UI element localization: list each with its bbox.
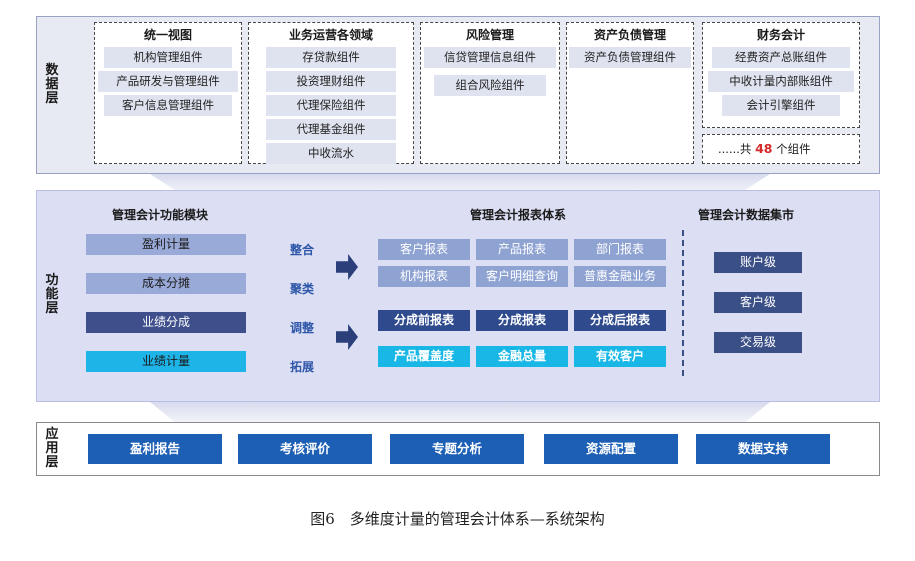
data-group-title: 业务运营各领域	[288, 28, 373, 42]
app-assessment: 考核评价	[238, 434, 372, 464]
data-component: 存贷款组件	[266, 47, 396, 68]
divider-dashed	[682, 230, 684, 376]
data-component: 资产负债管理组件	[569, 47, 691, 68]
funnel-connector-bottom	[150, 402, 770, 422]
data-component: 产品研发与管理组件	[98, 71, 238, 92]
app-resource-allocation: 资源配置	[544, 434, 678, 464]
mart-customer-level: 客户级	[714, 292, 802, 313]
module-performance-split: 业绩分成	[86, 312, 246, 333]
data-group-title: 统一视图	[143, 28, 192, 42]
report-pre-split: 分成前报表	[378, 310, 470, 331]
data-component: 经费资产总账组件	[712, 47, 850, 68]
report-institution: 机构报表	[378, 266, 470, 287]
data-component: 信贷管理信息组件	[424, 47, 556, 68]
mart-account-level: 账户级	[714, 252, 802, 273]
verb-expand: 拓展	[290, 360, 315, 374]
data-group-business-operations	[248, 22, 414, 164]
report-product-coverage: 产品覆盖度	[378, 346, 470, 367]
data-component: 代理保险组件	[266, 95, 396, 116]
report-department: 部门报表	[574, 239, 666, 260]
data-group-asset-liability	[566, 22, 694, 164]
data-group-title: 资产负债管理	[593, 28, 666, 42]
report-inclusive-finance: 普惠金融业务	[574, 266, 666, 287]
figure-caption: 图6 多维度计量的管理会计体系—系统架构	[310, 510, 605, 528]
component-total-box	[702, 134, 860, 164]
data-mart-title: 管理会计数据集市	[698, 208, 795, 222]
report-customer-detail: 客户明细查询	[476, 266, 568, 287]
data-component: 中收流水	[266, 143, 396, 164]
verb-integrate: 整合	[290, 243, 315, 257]
data-group-title: 风险管理	[465, 28, 514, 42]
report-financial-total: 金融总量	[476, 346, 568, 367]
report-customer: 客户报表	[378, 239, 470, 260]
modules-title: 管理会计功能模块	[112, 208, 209, 222]
data-component: 代理基金组件	[266, 119, 396, 140]
data-group-unified-view	[94, 22, 242, 164]
verb-cluster: 聚类	[290, 282, 315, 296]
data-component: 机构管理组件	[104, 47, 232, 68]
data-layer-label: 数据层	[45, 63, 59, 106]
data-group-title: 财务会计	[756, 28, 805, 42]
app-profit-report: 盈利报告	[88, 434, 222, 464]
app-data-support: 数据支持	[696, 434, 830, 464]
data-component: 组合风险组件	[434, 75, 546, 96]
component-total-text: ......共 48 个组件	[718, 141, 811, 157]
report-split: 分成报表	[476, 310, 568, 331]
application-layer-label: 应用层	[45, 427, 59, 470]
data-component: 会计引擎组件	[722, 95, 840, 116]
module-performance-measurement: 业绩计量	[86, 351, 246, 372]
total-prefix: ......共	[718, 142, 756, 156]
total-suffix: 个组件	[772, 142, 811, 156]
module-profit-measurement: 盈利计量	[86, 234, 246, 255]
app-special-analysis: 专题分析	[390, 434, 524, 464]
module-cost-allocation: 成本分摊	[86, 273, 246, 294]
report-product: 产品报表	[476, 239, 568, 260]
data-component: 中收计量内部账组件	[708, 71, 854, 92]
data-component: 投资理财组件	[266, 71, 396, 92]
funnel-connector-top	[150, 174, 770, 190]
reports-title: 管理会计报表体系	[470, 208, 567, 222]
report-effective-customers: 有效客户	[574, 346, 666, 367]
verb-adjust: 调整	[290, 321, 315, 335]
function-layer-label: 功能层	[45, 273, 59, 316]
data-component: 客户信息管理组件	[104, 95, 232, 116]
total-count: 48	[755, 141, 773, 156]
mart-transaction-level: 交易级	[714, 332, 802, 353]
report-post-split: 分成后报表	[574, 310, 666, 331]
